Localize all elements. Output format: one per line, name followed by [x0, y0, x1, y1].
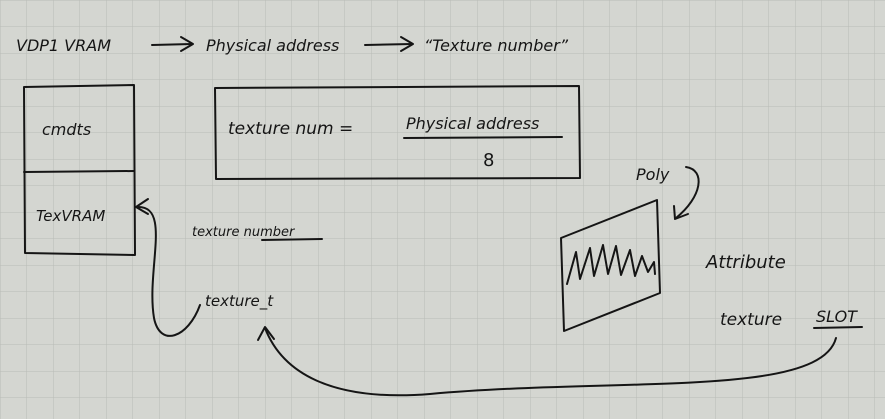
- poly-label: Poly: [636, 165, 670, 184]
- memory-box: [23, 84, 136, 256]
- texture-t-to-texvram-arrow: [135, 198, 201, 337]
- texvram-label: TexVRAM: [36, 207, 105, 225]
- texture-t-label: texture_t: [205, 292, 274, 311]
- fraction-bar: [403, 136, 563, 139]
- texture-slot-prefix: texture: [720, 310, 782, 330]
- cmdts-label: cmdts: [42, 120, 91, 139]
- vram-label: VDP1 VRAM: [16, 36, 111, 55]
- memory-divider: [23, 170, 135, 173]
- formula-numerator: Physical address: [406, 114, 539, 133]
- texture-number-annotation: texture number: [192, 225, 296, 240]
- header-arrow-1: [151, 36, 194, 52]
- polygon-shape: [560, 199, 661, 332]
- formula-denominator: 8: [483, 150, 494, 171]
- polygon-scribble: [566, 244, 656, 285]
- header-arrow-2: [364, 36, 414, 52]
- slot-to-texture-t-arrow: [257, 326, 837, 397]
- formula-lhs: texture num =: [228, 119, 353, 139]
- slot-underline: [813, 326, 863, 329]
- attribute-label: Attribute: [705, 252, 786, 273]
- poly-arrow: [673, 166, 700, 220]
- number-underline: [261, 238, 323, 241]
- texture-slot-key: SLOT: [816, 307, 858, 326]
- physical-address-label: Physical address: [206, 36, 339, 55]
- texture-number-label: “Texture number”: [424, 36, 569, 55]
- formula-box: [214, 85, 581, 180]
